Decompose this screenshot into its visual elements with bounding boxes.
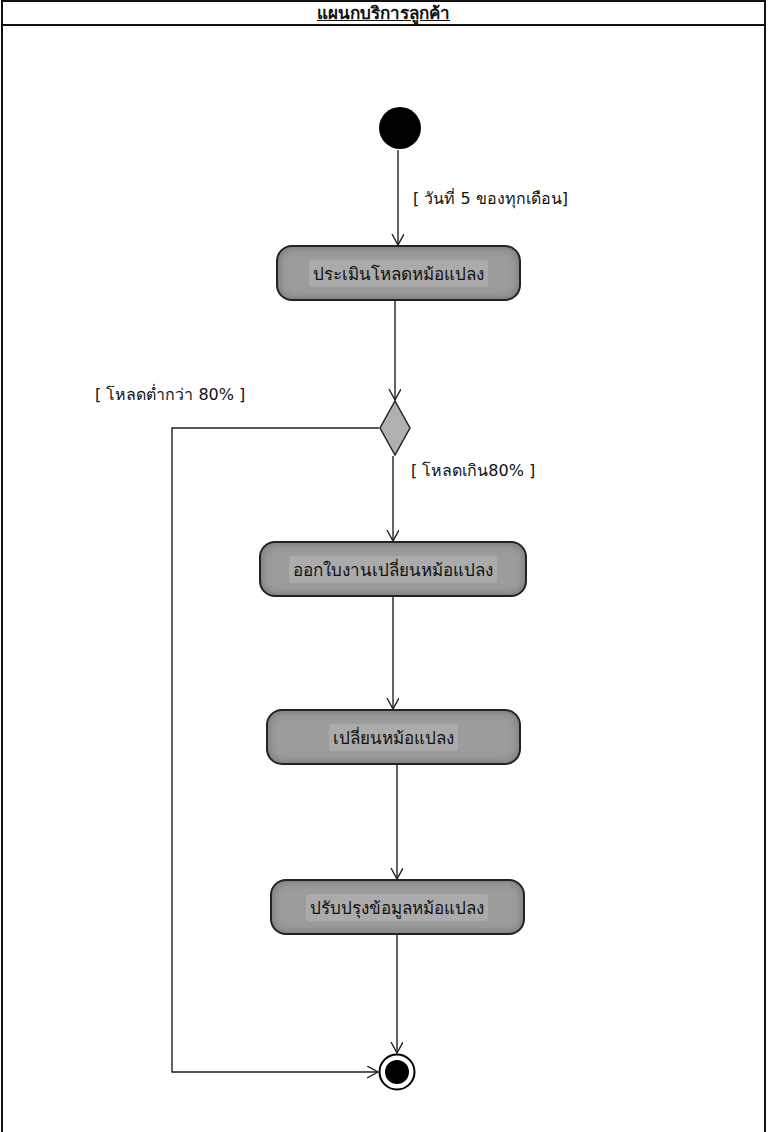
decision-diamond bbox=[379, 400, 411, 456]
activity-text: เปลี่ยนหม้อแปลง bbox=[329, 724, 458, 751]
guard-label: [ โหลดต่ำกว่า 80% ] bbox=[92, 382, 248, 407]
final-bullseye bbox=[378, 1053, 416, 1091]
activity-text: ปรับปรุงข้อมูลหม้อแปลง bbox=[306, 894, 488, 921]
guard-label: [ โหลดเกิน80% ] bbox=[408, 458, 538, 483]
activity-box: ออกใบงานเปลี่ยนหม้อแปลง bbox=[259, 541, 527, 597]
control-flow bbox=[392, 456, 393, 541]
control-flow bbox=[397, 150, 398, 245]
initial-dot bbox=[379, 107, 421, 149]
initial-dot bbox=[378, 106, 422, 150]
control-flow bbox=[396, 765, 397, 879]
control-flow bbox=[396, 935, 397, 1053]
guard-label: [ วันที่ 5 ของทุกเดือน] bbox=[410, 186, 571, 211]
final-ring bbox=[380, 1055, 415, 1090]
initial-node bbox=[378, 106, 422, 150]
final-node bbox=[378, 1053, 416, 1091]
final-dot bbox=[385, 1060, 409, 1084]
lane-heading: แผนกบริการลูกค้า bbox=[3, 2, 764, 26]
activity-text: ออกใบงานเปลี่ยนหม้อแปลง bbox=[289, 556, 497, 583]
activity-box: ปรับปรุงข้อมูลหม้อแปลง bbox=[270, 879, 525, 935]
activity-text: ประเมินโหลดหม้อแปลง bbox=[309, 260, 488, 287]
activity-box: ประเมินโหลดหม้อแปลง bbox=[276, 245, 521, 301]
control-flow bbox=[394, 301, 395, 400]
decision-shape bbox=[380, 401, 410, 455]
activity-box: เปลี่ยนหม้อแปลง bbox=[266, 709, 521, 765]
control-flow bbox=[392, 597, 393, 709]
decision-shape bbox=[379, 400, 411, 456]
